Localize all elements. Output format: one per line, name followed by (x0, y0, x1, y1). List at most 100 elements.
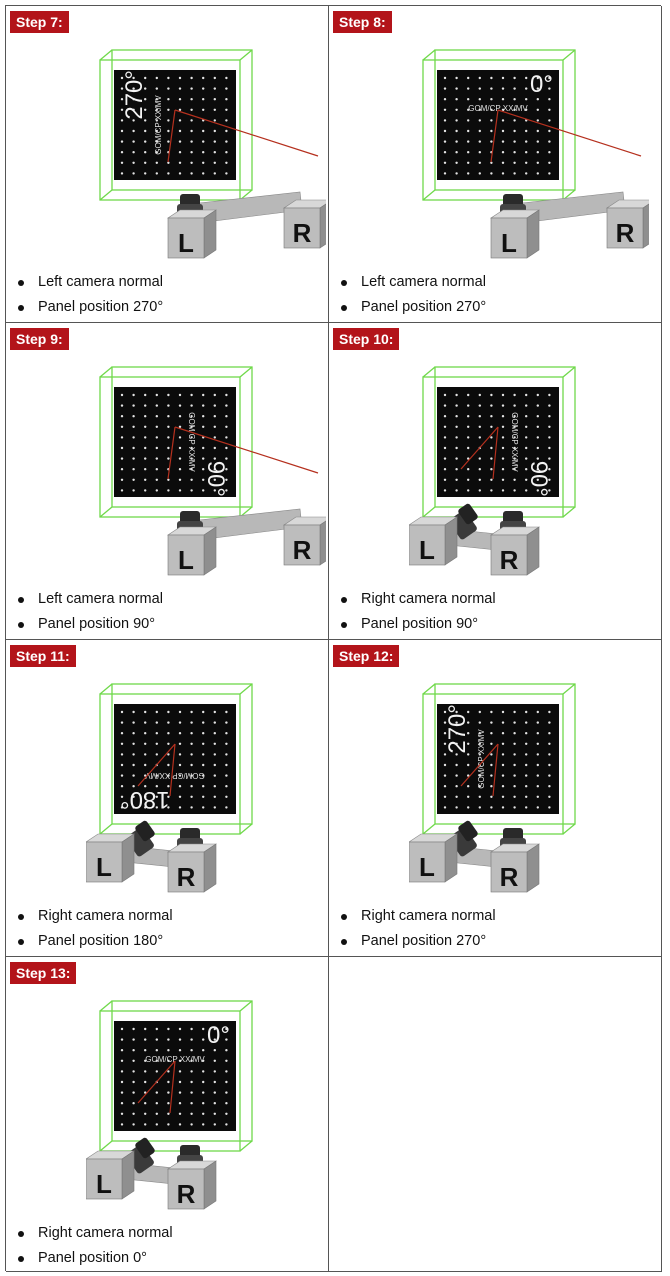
camera-ray (137, 1060, 176, 1104)
panel-angle: 180° (120, 786, 170, 813)
panel-dot-grid (443, 710, 551, 809)
right-camera: R (490, 828, 540, 893)
instruction-list: Left camera normal Panel position 270° (16, 270, 163, 320)
calibration-illustration: GOM/CP XX/MV0° L R (422, 49, 649, 259)
panel-dot-grid (120, 1027, 228, 1126)
panel-angle: 270° (444, 704, 471, 754)
svg-text:L: L (96, 1169, 112, 1199)
measuring-volume-frame (99, 1000, 253, 1152)
svg-text:R: R (177, 862, 196, 892)
panel-label: GOM/CP XX/MV (468, 104, 528, 113)
panel-label: GOM/CP XX/MV (145, 1055, 205, 1064)
left-camera: L (167, 194, 217, 259)
camera-instruction: Right camera normal (16, 904, 173, 929)
camera-ray (497, 109, 642, 157)
svg-text:R: R (177, 1179, 196, 1209)
svg-text:L: L (178, 545, 194, 575)
step-badge: Step 11: (10, 645, 76, 667)
panel-angle: 0° (207, 1022, 230, 1049)
step-cell: Step 12: GOM/CP XX/MV 270° L R Right camera… (329, 640, 662, 957)
camera-ray (492, 743, 499, 797)
step-badge: Step 10: (333, 328, 400, 350)
camera-ray (460, 743, 499, 787)
instruction-list: Right camera normal Panel position 90° (339, 587, 496, 637)
panel-position-instruction: Panel position 0° (16, 1246, 173, 1271)
camera-ray (169, 743, 176, 797)
camera-instruction: Right camera normal (339, 587, 496, 612)
measuring-volume-frame (422, 366, 576, 518)
panel-position-instruction: Panel position 90° (16, 612, 163, 637)
left-camera: L (86, 820, 155, 883)
calibration-illustration: GOM/CP XX/MV 180° L R (86, 683, 253, 893)
right-camera: R (283, 193, 326, 249)
panel-label: GOM/CP XX/MV (145, 771, 205, 780)
svg-text:L: L (96, 852, 112, 882)
panel-position-instruction: Panel position 270° (16, 295, 163, 320)
panel-label: GOM/CP XX/MV (510, 412, 519, 472)
svg-text:R: R (500, 545, 519, 575)
camera-ray (137, 743, 176, 787)
measuring-volume-frame (99, 366, 253, 518)
instruction-list: Right camera normal Panel position 0° (16, 1221, 173, 1271)
left-camera: L (409, 820, 478, 883)
left-camera: L (86, 1137, 155, 1200)
panel-label: GOM/CP XX/MV (154, 95, 163, 155)
instruction-list: Left camera normal Panel position 90° (16, 587, 163, 637)
svg-text:R: R (500, 862, 519, 892)
camera-instruction: Right camera normal (16, 1221, 173, 1246)
camera-ray (174, 109, 319, 157)
panel-angle: 90° (202, 461, 229, 497)
camera-instruction: Right camera normal (339, 904, 496, 929)
step-badge: Step 13: (10, 962, 77, 984)
panel-position-instruction: Panel position 270° (339, 929, 496, 954)
panel-angle: 270° (121, 70, 148, 120)
camera-ray (490, 109, 499, 163)
left-camera: L (409, 503, 478, 566)
svg-text:L: L (178, 228, 194, 258)
panel-dot-grid (443, 393, 551, 492)
svg-text:R: R (293, 535, 312, 565)
camera-ray (169, 1060, 176, 1114)
svg-text:R: R (616, 218, 635, 248)
camera-ray (167, 109, 176, 163)
panel-dot-grid (120, 76, 228, 175)
camera-ray (460, 426, 499, 470)
step-badge: Step 9: (10, 328, 69, 350)
camera-instruction: Left camera normal (339, 270, 486, 295)
step-badge: Step 12: (333, 645, 400, 667)
panel-dot-grid (443, 76, 551, 175)
right-camera: R (167, 1145, 217, 1210)
measuring-volume-frame (99, 683, 253, 835)
empty-cell (329, 957, 662, 1272)
panel-position-instruction: Panel position 90° (339, 612, 496, 637)
camera-instruction: Left camera normal (16, 587, 163, 612)
svg-text:L: L (419, 852, 435, 882)
svg-text:L: L (419, 535, 435, 565)
panel-position-instruction: Panel position 180° (16, 929, 173, 954)
panel-angle: 0° (530, 71, 553, 98)
panel-dot-grid (120, 393, 228, 492)
panel-label: GOM/CP XX/MV (477, 729, 486, 789)
instruction-list: Right camera normal Panel position 180° (16, 904, 173, 954)
instruction-list: Left camera normal Panel position 270° (339, 270, 486, 320)
measuring-volume-frame (422, 49, 576, 201)
camera-ray (492, 426, 499, 480)
camera-instruction: Left camera normal (16, 270, 163, 295)
right-camera: R (167, 828, 217, 893)
left-camera: L (490, 194, 540, 259)
camera-ray (174, 426, 319, 474)
right-camera: R (606, 193, 649, 249)
panel-position-instruction: Panel position 270° (339, 295, 486, 320)
panel-dot-grid (120, 710, 228, 809)
right-camera: R (490, 511, 540, 576)
calibration-illustration: GOM/CP XX/MV 270° L R (409, 683, 576, 893)
left-camera: L (167, 511, 217, 576)
camera-ray (167, 426, 176, 480)
